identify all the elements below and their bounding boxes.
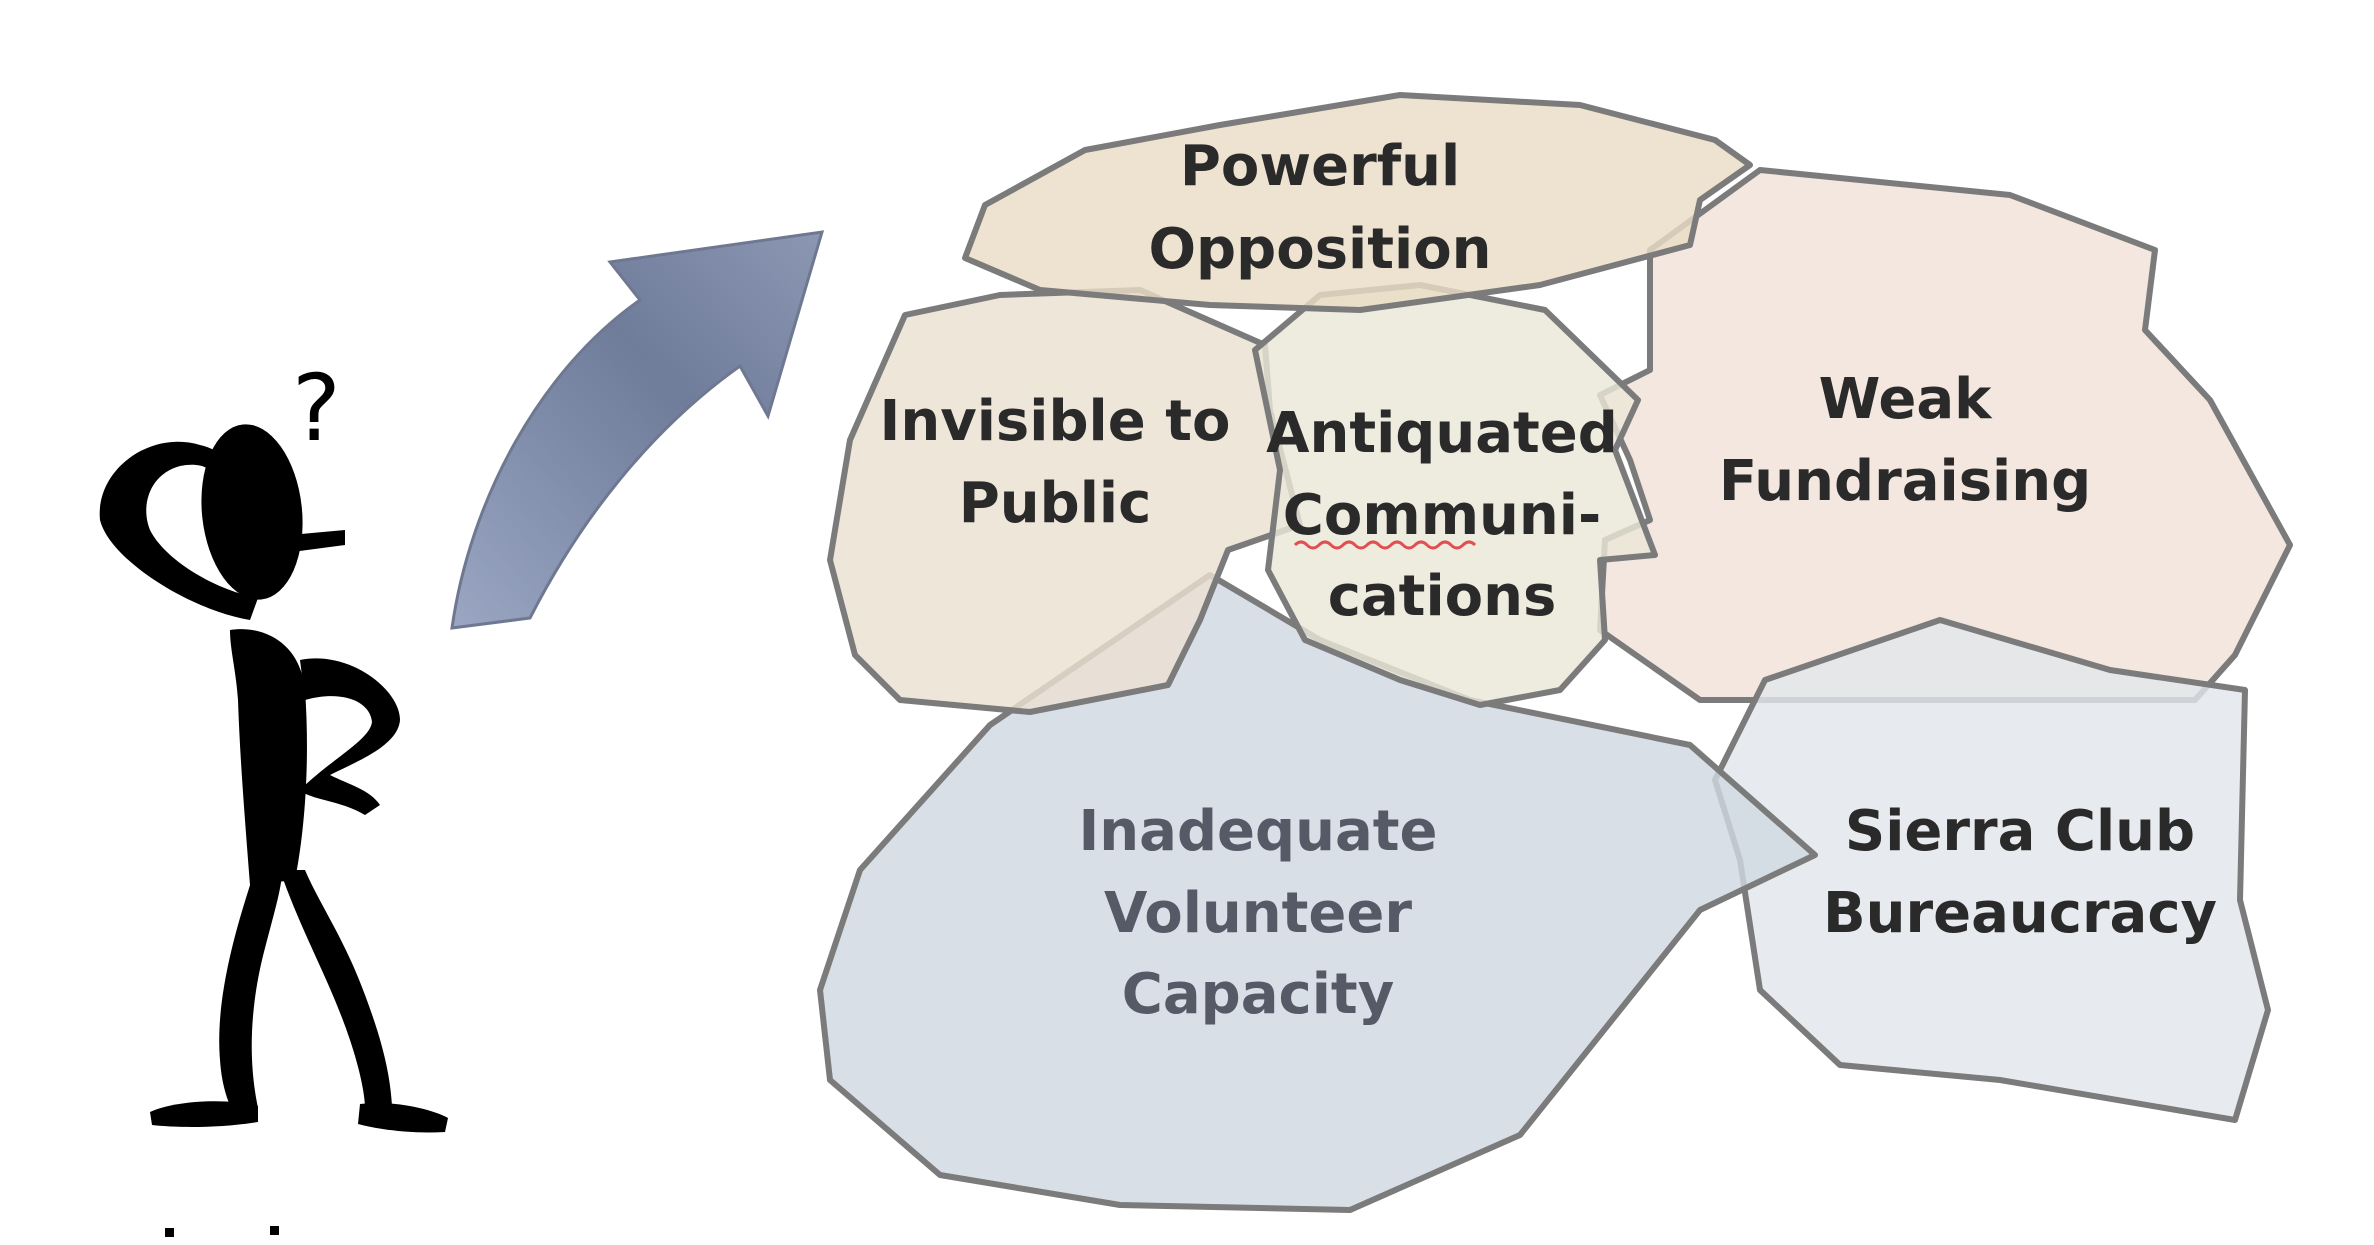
inadequate-volunteer-capacity-label: Inadequate Volunteer Capacity	[1078, 799, 1437, 1027]
svg-text:Communi-: Communi-	[1283, 483, 1601, 548]
sierra-club-bureaucracy-rock	[1715, 620, 2268, 1120]
svg-text:Fundraising: Fundraising	[1719, 449, 2091, 514]
svg-text:Sierra Club: Sierra Club	[1845, 799, 2195, 864]
svg-text:Volunteer: Volunteer	[1104, 881, 1412, 946]
svg-text:Bureaucracy: Bureaucracy	[1823, 881, 2217, 946]
confused-stick-figure-icon: ?	[100, 355, 448, 1237]
question-mark-label: ?	[292, 355, 341, 462]
svg-text:Weak: Weak	[1819, 367, 1994, 432]
svg-text:Capacity: Capacity	[1122, 962, 1394, 1027]
curved-arrow-icon	[452, 232, 822, 628]
svg-text:Invisible to: Invisible to	[880, 389, 1231, 454]
svg-text:Opposition: Opposition	[1148, 217, 1491, 282]
svg-text:cations: cations	[1328, 564, 1557, 629]
svg-text:Inadequate: Inadequate	[1078, 799, 1437, 864]
svg-text:Powerful: Powerful	[1180, 134, 1460, 199]
svg-text:Public: Public	[959, 471, 1152, 536]
svg-text:Antiquated: Antiquated	[1266, 401, 1618, 466]
